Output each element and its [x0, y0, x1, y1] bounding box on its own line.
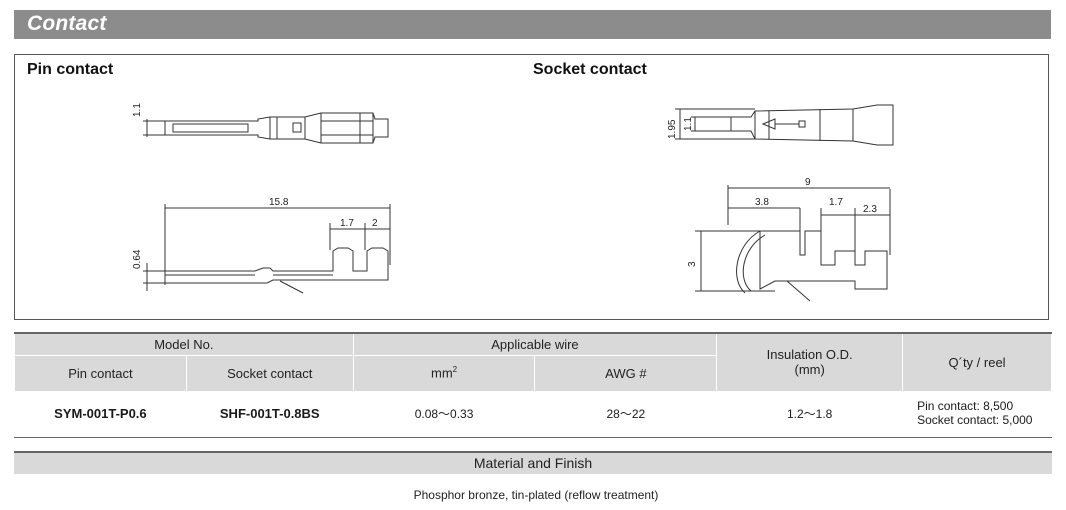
pin-dim-length: 15.8 [269, 197, 289, 208]
cell-awg: 28～22 [534, 390, 718, 436]
pin-side-view [143, 204, 391, 294]
socket-contact-label: Socket contact [533, 61, 647, 78]
socket-side-view [695, 185, 891, 302]
spec-table: Model No. Applicable wire Insulation O.D… [14, 332, 1052, 436]
cell-socket-model: SHF-001T-0.8BS [185, 390, 354, 436]
table-row: SYM-001T-P0.6 SHF-001T-0.8BS 0.08～0.33 2… [14, 390, 1052, 436]
pin-top-view [143, 112, 389, 144]
drawing-panel: Pin contact Socket contact [14, 54, 1049, 320]
cell-qty-socket: Socket contact: 5,000 [917, 413, 1033, 427]
section-title: Contact [27, 12, 107, 35]
cell-qty-pin: Pin contact: 8,500 [917, 399, 1014, 413]
header-pin-contact: Pin contact [14, 354, 187, 392]
cell-insulation: 1.2～1.8 [716, 390, 904, 436]
header-mm2: mm2 [352, 354, 536, 392]
header-insulation-unit: (mm) [794, 362, 825, 378]
pin-contact-label: Pin contact [27, 61, 114, 78]
material-header: Material and Finish [14, 451, 1052, 474]
socket-dim-inner: 1.1 [683, 117, 694, 131]
socket-dim-d2: 1.7 [829, 197, 843, 208]
socket-dim-outer: 1.95 [667, 119, 678, 139]
table-bottom-rule [14, 437, 1052, 438]
cell-qty: Pin contact: 8,500 Socket contact: 5,000 [902, 390, 1052, 436]
header-qty: Q´ty / reel [902, 332, 1052, 392]
header-awg: AWG # [534, 354, 718, 392]
header-insulation: Insulation O.D. (mm) [716, 332, 904, 392]
socket-dim-d1: 3.8 [755, 197, 769, 208]
header-mm2-label: mm [430, 365, 453, 381]
section-title-bar: Contact [14, 10, 1051, 39]
pin-dim-height-top: 1.1 [132, 103, 143, 117]
cell-pin-model: SYM-001T-P0.6 [14, 390, 187, 436]
contact-drawings: 1.1 15.8 1.7 2 0.64 1.95 1.1 9 3.8 1.7 2… [132, 103, 894, 302]
material-value: Phosphor bronze, tin-plated (reflow trea… [413, 488, 659, 502]
header-model-no: Model No. [14, 332, 354, 356]
header-insulation-label: Insulation O.D. [766, 347, 853, 363]
pin-dim-d1: 1.7 [340, 218, 354, 229]
cell-mm2: 0.08～0.33 [352, 390, 536, 436]
socket-top-view [675, 104, 894, 146]
pin-dim-height-side: 0.64 [132, 249, 143, 269]
socket-dim-length: 9 [805, 177, 811, 188]
header-socket-contact: Socket contact [185, 354, 354, 392]
header-applicable-wire: Applicable wire [352, 332, 718, 356]
socket-dim-d3: 2.3 [863, 204, 877, 215]
socket-dim-height: 3 [687, 261, 698, 267]
header-mm2-sup: 2 [452, 365, 458, 375]
pin-dim-d2: 2 [372, 218, 378, 229]
